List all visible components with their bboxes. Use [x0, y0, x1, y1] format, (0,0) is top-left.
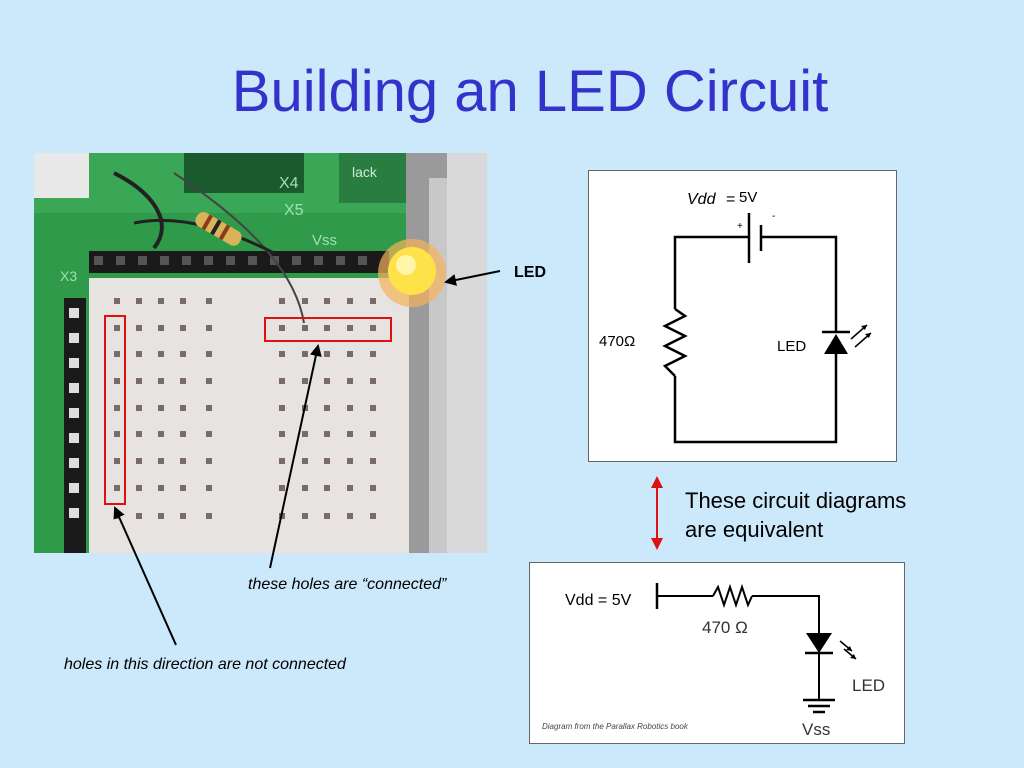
breadboard-illustration: X4 X5 Vss X3 lack — [34, 153, 487, 553]
schematic-svg: Vdd = 5V + - 470Ω LED — [599, 189, 872, 444]
minus-sign: - — [772, 211, 775, 222]
slide-title: Building an LED Circuit — [231, 59, 829, 124]
diagram-credit: Diagram from the Parallax Robotics book — [542, 722, 689, 731]
vdd-equals: = — [726, 191, 735, 208]
equivalence-text: These circuit diagrams are equivalent — [685, 486, 906, 544]
led-label-2: LED — [852, 676, 885, 695]
vdd-text: Vdd = 5V — [565, 592, 632, 609]
diode-symbol-2 — [806, 633, 832, 653]
diode-symbol — [824, 334, 848, 354]
board-label-x3: X3 — [60, 268, 77, 284]
board-label-black: lack — [352, 164, 378, 180]
vdd-value: 5V — [739, 189, 757, 206]
parallax-svg: Vdd = 5V 470 Ω LED Vss Diagram from the … — [542, 583, 885, 739]
resistor-label-2: 470 Ω — [702, 618, 748, 637]
breadboard-photo: X4 X5 Vss X3 lack — [34, 153, 487, 553]
board-label-x5: X5 — [284, 202, 304, 219]
equivalence-line-1: These circuit diagrams — [685, 488, 907, 513]
resistor-symbol — [662, 307, 688, 377]
caption-connected: these holes are “connected” — [248, 576, 447, 593]
circuit-diagram-parallax: Vdd = 5V 470 Ω LED Vss Diagram from the … — [529, 562, 905, 744]
circuit-diagram-schematic: Vdd = 5V + - 470Ω LED — [588, 170, 897, 462]
board-label-x4: X4 — [279, 175, 299, 192]
led-label: LED — [514, 264, 546, 281]
equivalence-line-2: are equivalent — [685, 517, 824, 542]
plus-sign: + — [737, 221, 743, 232]
led-diagram-label: LED — [777, 338, 806, 355]
ground-label: Vss — [802, 720, 830, 739]
caption-not-connected: holes in this direction are not connecte… — [64, 656, 346, 673]
vdd-label: Vdd — [687, 191, 717, 208]
resistor-label: 470Ω — [599, 333, 635, 350]
resistor-symbol-2 — [712, 583, 753, 609]
board-label-vss: Vss — [312, 232, 337, 249]
